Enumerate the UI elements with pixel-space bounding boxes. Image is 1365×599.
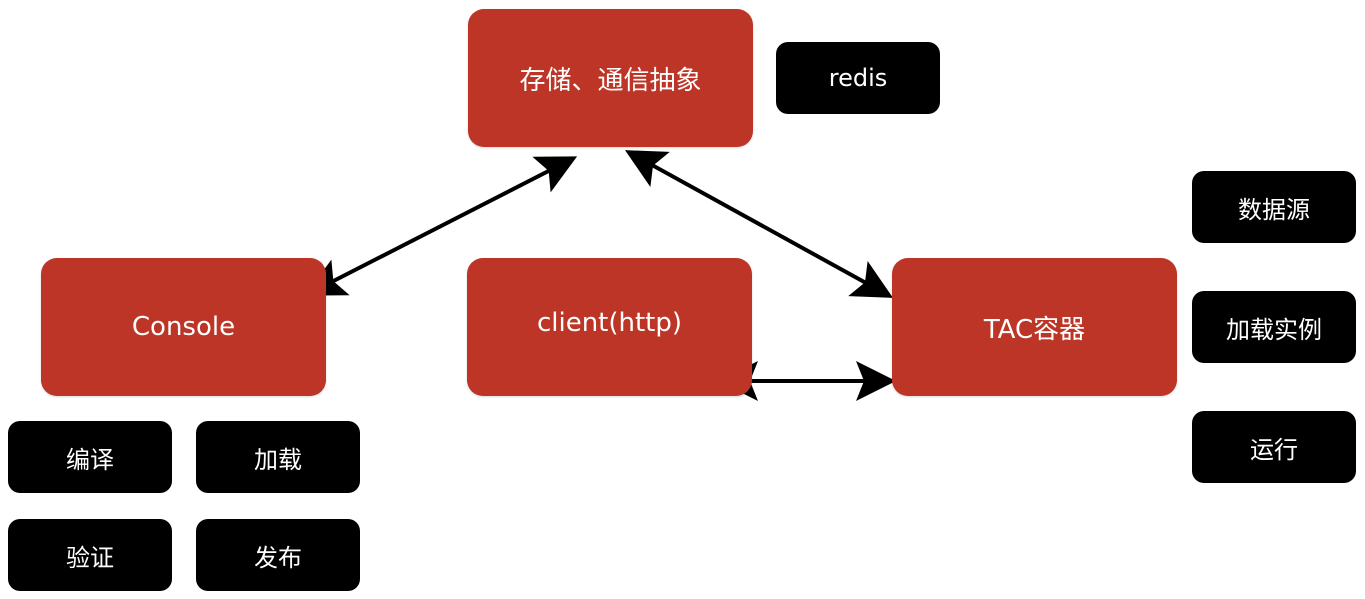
datasource-box: 数据源 xyxy=(1192,171,1356,243)
redis-label: redis xyxy=(828,64,888,92)
verify-box: 验证 xyxy=(8,519,172,591)
load-instance-label: 加载实例 xyxy=(1226,315,1322,344)
verify-label: 验证 xyxy=(66,543,114,572)
publish-label: 发布 xyxy=(254,543,302,572)
run-box: 运行 xyxy=(1192,411,1356,483)
compile-box: 编译 xyxy=(8,421,172,493)
load-label: 加载 xyxy=(254,445,302,474)
arrow-storage-console xyxy=(304,156,578,296)
client-label: client(http) xyxy=(536,308,683,338)
storage-abstraction-box: 存储、通信抽象 xyxy=(468,9,753,147)
arrow-storage-tac xyxy=(624,150,894,298)
tac-container-box: TAC容器 xyxy=(892,258,1177,396)
load-instance-box: 加载实例 xyxy=(1192,291,1356,363)
console-box: Console xyxy=(41,258,326,396)
load-box: 加载 xyxy=(196,421,360,493)
client-box: client(http) xyxy=(467,258,752,396)
publish-box: 发布 xyxy=(196,519,360,591)
redis-box: redis xyxy=(776,42,940,114)
tac-container-label: TAC容器 xyxy=(983,314,1086,345)
console-label: Console xyxy=(131,312,236,342)
datasource-label: 数据源 xyxy=(1238,195,1310,224)
compile-label: 编译 xyxy=(66,445,114,474)
run-label: 运行 xyxy=(1250,435,1298,464)
storage-abstraction-label: 存储、通信抽象 xyxy=(519,65,702,96)
